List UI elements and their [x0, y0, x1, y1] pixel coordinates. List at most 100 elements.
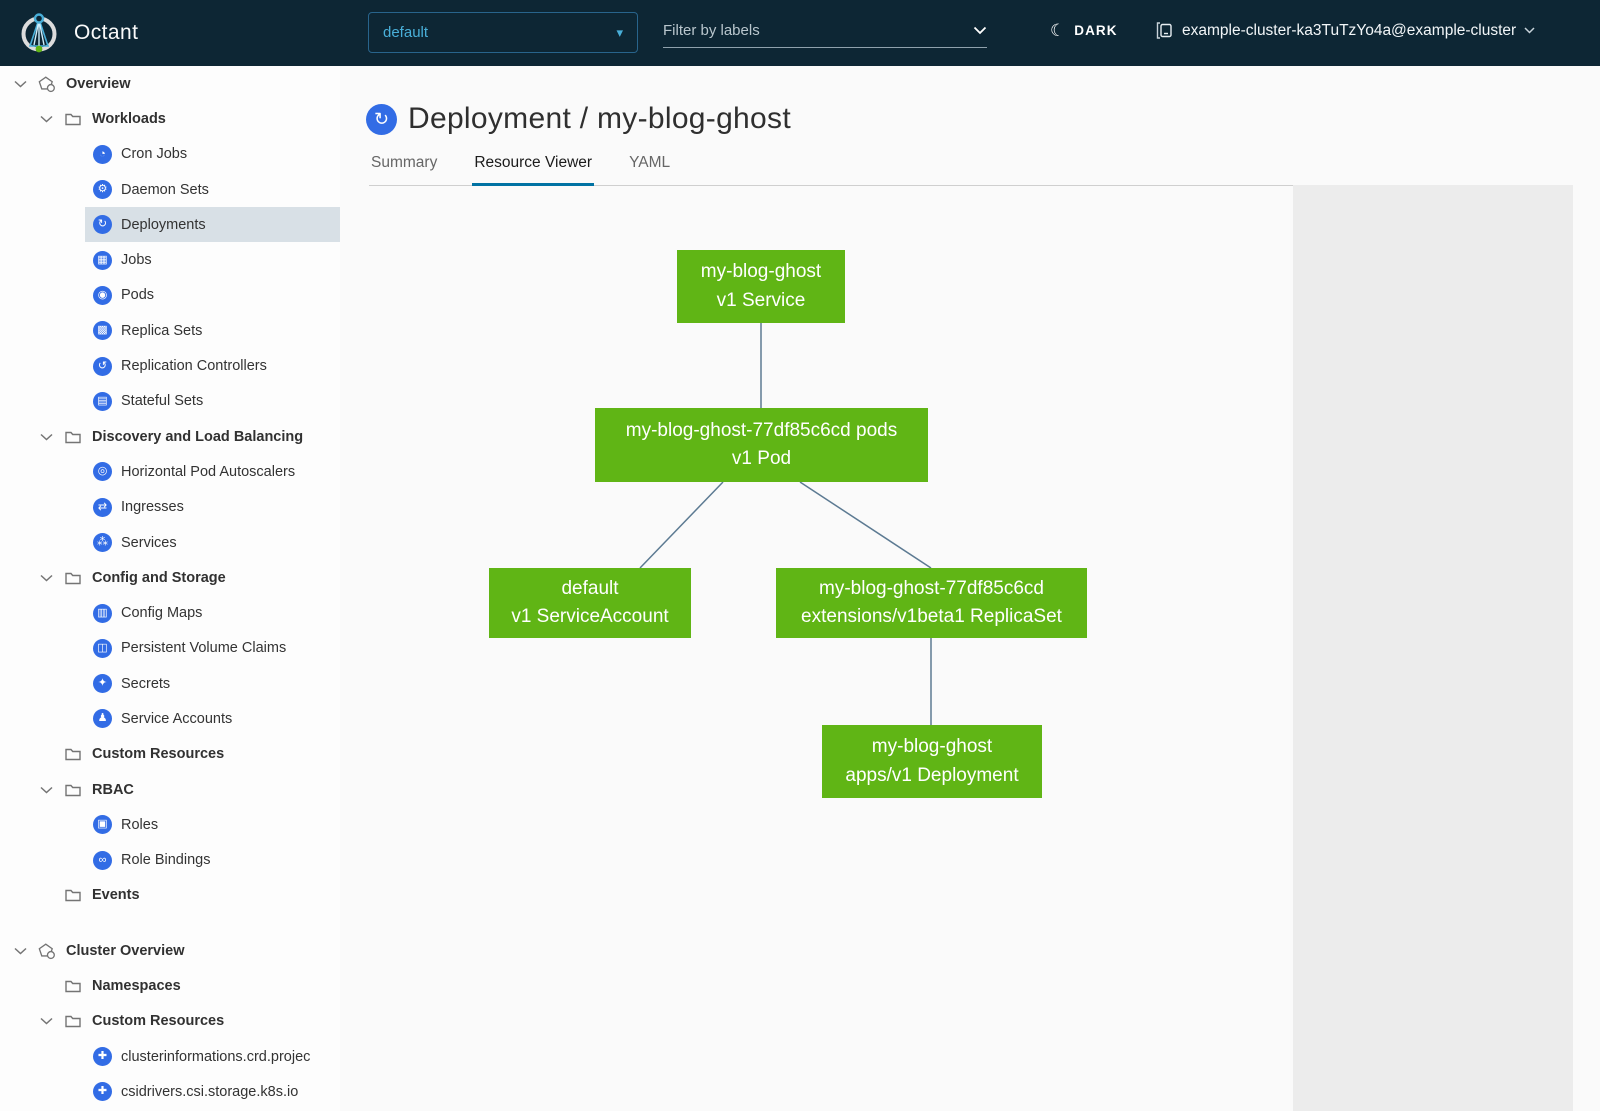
- graph-node-deployment[interactable]: my-blog-ghost apps/v1 Deployment: [822, 725, 1042, 798]
- graph-node-kind: v1 Pod: [731, 448, 792, 469]
- graph-node-name: my-blog-ghost: [871, 736, 993, 757]
- k8s-serviceaccount-icon: ♟: [93, 709, 112, 729]
- chevron-down-icon[interactable]: [38, 433, 54, 441]
- sidebar-item-role-bindings[interactable]: ∞Role Bindings: [0, 843, 340, 878]
- k8s-configmap-icon: ▥: [93, 603, 112, 623]
- sidebar-item-label: Roles: [121, 816, 159, 833]
- chevron-down-icon[interactable]: [38, 574, 54, 582]
- graph-edges: [639, 323, 932, 725]
- chevron-down-icon[interactable]: [38, 786, 54, 794]
- k8s-service-icon: ⁂: [93, 533, 112, 552]
- sidebar-item-custom-resources[interactable]: Custom Resources: [0, 737, 340, 772]
- sidebar-item-replication-controllers[interactable]: ↺Replication Controllers: [0, 348, 340, 383]
- sidebar-item-label: Services: [121, 534, 177, 551]
- k8s-pod-icon: ◉: [93, 285, 112, 305]
- sidebar-item-deployments[interactable]: ↻Deployments: [0, 207, 340, 243]
- sidebar-item-label: Secrets: [121, 675, 171, 692]
- sidebar-item-events[interactable]: Events: [0, 878, 340, 913]
- folder-icon: [64, 428, 82, 446]
- sidebar-item-stateful-sets[interactable]: ▤Stateful Sets: [0, 384, 340, 419]
- namespace-dropdown-value: default: [383, 24, 429, 41]
- chevron-down-icon[interactable]: [12, 80, 28, 88]
- folder-icon: [64, 745, 82, 763]
- cluster-icon: [1155, 21, 1174, 40]
- app-title: Octant: [74, 21, 139, 44]
- sidebar-item-label: Overview: [66, 75, 131, 92]
- tab-summary[interactable]: Summary: [369, 154, 439, 186]
- graph-node-kind: apps/v1 Deployment: [845, 764, 1019, 786]
- sidebar-item-csidrivers-csi-storage-k8s-io[interactable]: ✚csidrivers.csi.storage.k8s.io: [0, 1074, 340, 1109]
- sidebar-item-config-and-storage[interactable]: Config and Storage: [0, 560, 340, 595]
- sidebar-item-cron-jobs[interactable]: ◔Cron Jobs: [0, 137, 340, 172]
- k8s-ingress-icon: ⇄: [93, 497, 112, 517]
- sidebar-item-pods[interactable]: ◉ Pods: [0, 278, 340, 313]
- applications-icon: [38, 75, 56, 93]
- tab-yaml[interactable]: YAML: [627, 154, 672, 186]
- sidebar-item-config-maps[interactable]: ▥ Config Maps: [0, 595, 340, 630]
- cluster-context-selector[interactable]: example-cluster-ka3TuTzYo4a@example-clus…: [1155, 21, 1535, 40]
- sidebar-item-clusterinformations-crd-projec[interactable]: ✚ clusterinformations.crd.projec: [0, 1039, 340, 1074]
- sidebar-item-discovery-and-load-balancing[interactable]: Discovery and Load Balancing: [0, 419, 340, 454]
- chevron-down-icon[interactable]: [38, 115, 54, 123]
- sidebar-item-replica-sets[interactable]: ▩Replica Sets: [0, 313, 340, 348]
- label-filter: [663, 14, 987, 48]
- graph-node-name: default: [561, 577, 619, 599]
- chevron-down-icon: ▾: [616, 24, 623, 40]
- dark-mode-toggle[interactable]: ☾ DARK: [1050, 22, 1118, 39]
- sidebar-item-namespaces[interactable]: Namespaces: [0, 968, 340, 1003]
- sidebar-item-label: Cron Jobs: [121, 146, 188, 163]
- sidebar-item-jobs[interactable]: ▦ Jobs: [0, 242, 340, 277]
- sidebar-item-persistent-volume-claims[interactable]: ◫ Persistent Volume Claims: [0, 631, 340, 666]
- sidebar-item-label: Config Maps: [121, 605, 203, 622]
- sidebar-item-service-accounts[interactable]: ♟Service Accounts: [0, 701, 340, 736]
- k8s-secret-icon: ✦: [93, 674, 112, 694]
- sidebar-item-label: Jobs: [121, 252, 152, 269]
- sidebar-item-roles[interactable]: ▣Roles: [0, 807, 340, 842]
- sidebar-item-services[interactable]: ⁂ Services: [0, 525, 340, 560]
- label-filter-input[interactable]: [663, 22, 953, 39]
- sidebar-item-cluster-overview[interactable]: Cluster Overview: [0, 933, 340, 968]
- sidebar-item-label: Config and Storage: [92, 569, 226, 586]
- sidebar-item-label: csidrivers.csi.storage.k8s.io: [121, 1083, 299, 1100]
- sidebar-item-label: Pods: [121, 287, 155, 304]
- sidebar-item-label: Persistent Volume Claims: [121, 640, 287, 657]
- k8s-statefulset-icon: ▤: [93, 391, 112, 411]
- sidebar-item-label: Custom Resources: [92, 1013, 225, 1030]
- chevron-down-icon[interactable]: [973, 22, 987, 40]
- graph-node-name: my-blog-ghost-77df85c6cd: [819, 577, 1044, 599]
- brand: Octant: [16, 10, 138, 56]
- k8s-deployment-icon: ↻: [93, 215, 112, 235]
- folder-icon: [64, 569, 82, 587]
- sidebar-item-horizontal-pod-autoscalers[interactable]: ◎Horizontal Pod Autoscalers: [0, 454, 340, 489]
- sidebar-item-overview[interactable]: Overview: [0, 66, 340, 101]
- sidebar-item-label: Ingresses: [121, 499, 184, 516]
- sidebar-item-secrets[interactable]: ✦ Secrets: [0, 666, 340, 701]
- chevron-down-icon[interactable]: [12, 947, 28, 955]
- sidebar-item-label: clusterinformations.crd.projec: [121, 1048, 311, 1065]
- folder-icon: [64, 110, 82, 128]
- folder-icon: [64, 781, 82, 799]
- sidebar-item-custom-resources[interactable]: Custom Resources: [0, 1004, 340, 1039]
- deployment-kind-icon: ↻: [366, 103, 397, 135]
- folder-icon: [64, 977, 82, 995]
- sidebar-item-ingresses[interactable]: ⇄ Ingresses: [0, 490, 340, 525]
- k8s-pvc-icon: ◫: [93, 638, 112, 658]
- sidebar-item-label: Replica Sets: [121, 322, 203, 339]
- namespace-dropdown[interactable]: default ▾: [368, 12, 638, 53]
- k8s-job-icon: ▦: [93, 250, 112, 270]
- tab-resource-viewer[interactable]: Resource Viewer: [472, 154, 595, 186]
- k8s-crd-icon: ✚: [93, 1047, 112, 1067]
- sidebar-item-label: Replication Controllers: [121, 358, 267, 375]
- sidebar-item-workloads[interactable]: Workloads: [0, 101, 340, 136]
- chevron-down-icon[interactable]: [38, 1017, 54, 1025]
- sidebar-item-daemon-sets[interactable]: ⚙Daemon Sets: [0, 172, 340, 207]
- folder-icon: [64, 886, 82, 904]
- sidebar-item-rbac[interactable]: RBAC: [0, 772, 340, 807]
- sidebar-item-label: Events: [92, 887, 140, 904]
- sidebar-item-label: Cluster Overview: [66, 942, 185, 959]
